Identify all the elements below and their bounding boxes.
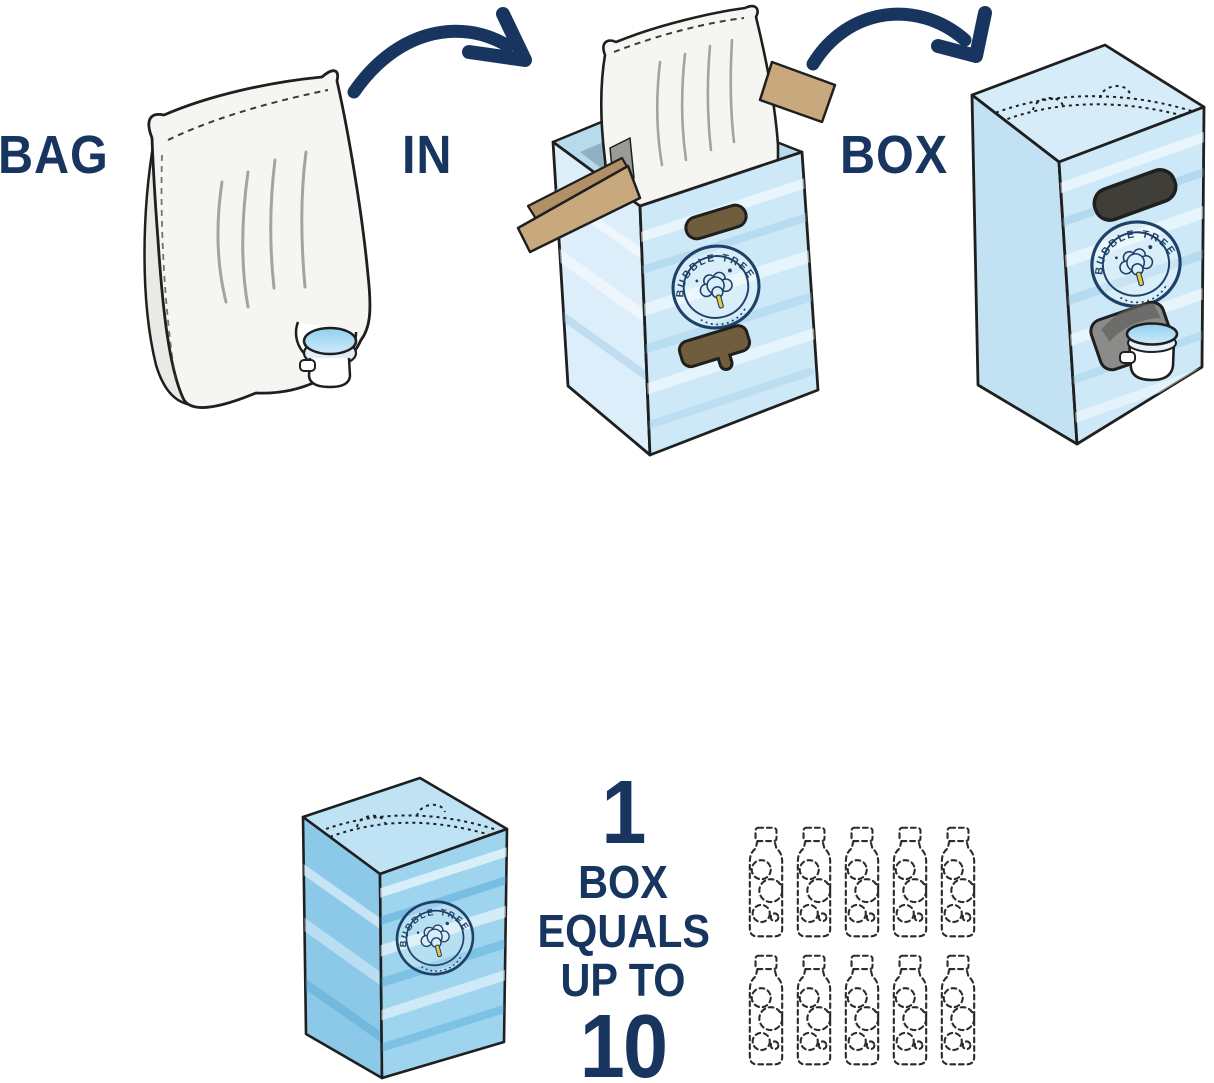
label-in: IN <box>402 125 453 185</box>
tap-dispenser <box>1089 300 1179 382</box>
bottle-row <box>746 952 978 1070</box>
equation-line-box: BOX <box>578 856 668 909</box>
bottle-icon <box>892 826 928 938</box>
bottle-icon <box>796 826 832 938</box>
box-top-seams <box>982 85 1199 128</box>
cardboard-flaps <box>516 60 837 254</box>
bag-spout <box>294 321 358 389</box>
equation-count-top: 1 <box>601 763 646 863</box>
bag-creases <box>216 150 308 309</box>
open-box-with-bag-illustration <box>516 4 837 457</box>
curved-arrow-icon <box>347 7 532 99</box>
single-box-illustration <box>301 776 509 1080</box>
bag-illustration <box>143 69 372 409</box>
equation-block: 1 BOX EQUALS UP TO 10 <box>537 763 711 1083</box>
bottle-icon <box>844 826 880 938</box>
equation-line-equals: EQUALS <box>537 904 711 957</box>
bottle-icon <box>748 954 784 1066</box>
bottle-icon <box>940 826 976 938</box>
bottle-icon <box>940 954 976 1066</box>
bottle-grid <box>746 824 978 1080</box>
handle-cutout <box>684 203 748 241</box>
box-top-seams <box>312 803 501 843</box>
bottle-row <box>746 824 978 942</box>
bottle-icon <box>892 954 928 1066</box>
label-bag: BAG <box>0 125 109 185</box>
bottle-icon <box>796 954 832 1066</box>
bottle-icon <box>748 826 784 938</box>
handle-hole <box>1092 168 1178 222</box>
bag-inside-box <box>599 4 780 217</box>
equation-line-upto: UP TO <box>560 953 686 1006</box>
equation-count-bottom: 10 <box>579 997 668 1083</box>
curved-arrow-icon <box>806 6 992 71</box>
label-box: BOX <box>840 125 949 185</box>
closed-box-illustration <box>970 43 1206 446</box>
bottle-icon <box>844 954 880 1066</box>
tap-cutout <box>677 324 751 371</box>
